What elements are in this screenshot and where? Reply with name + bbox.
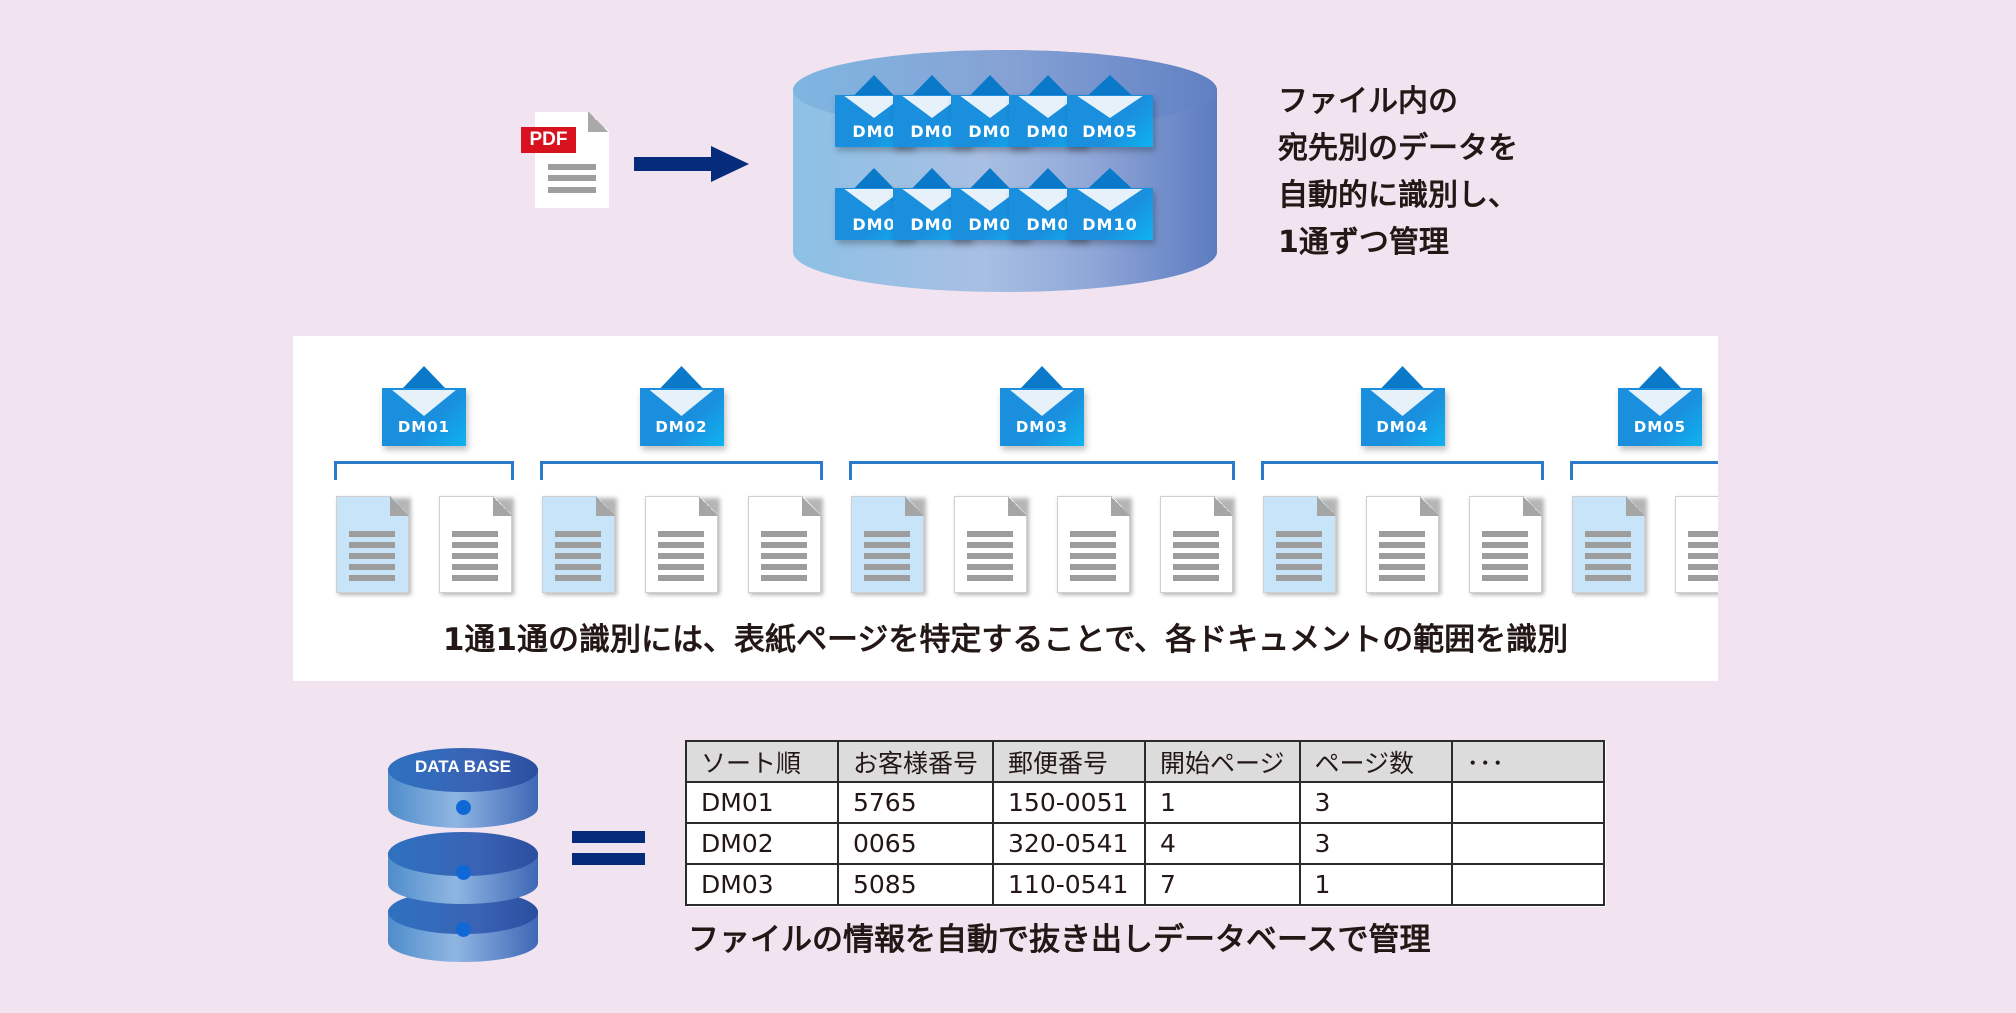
table-header-cell: ソート順 bbox=[685, 740, 839, 783]
database-indicator-dot bbox=[456, 865, 471, 880]
cover-page-icon bbox=[851, 496, 924, 593]
description-line: 宛先別のデータを bbox=[1278, 131, 1518, 166]
description-line: ファイル内の bbox=[1278, 84, 1458, 119]
envelope-label: DM0 bbox=[852, 122, 896, 141]
table-cell: 320-0541 bbox=[992, 822, 1147, 865]
envelope-label: DM03 bbox=[1015, 418, 1069, 436]
table-cell bbox=[1450, 822, 1605, 865]
envelope-icon: DM0 bbox=[835, 75, 913, 147]
table-cell: 0065 bbox=[836, 822, 995, 865]
table-header-row: ソート順 お客様番号 郵便番号 開始ページ ページ数 ･･･ bbox=[685, 740, 1605, 783]
group-bracket bbox=[1261, 461, 1544, 480]
table-cell: 4 bbox=[1144, 822, 1301, 865]
envelope-label: DM0 bbox=[910, 215, 954, 234]
group-bracket bbox=[540, 461, 823, 480]
envelope-icon: DM10 bbox=[1067, 168, 1153, 240]
table-cell: 1 bbox=[1144, 781, 1301, 824]
database-caption: ファイルの情報を自動で抜き出しデータベースで管理 bbox=[688, 922, 1431, 958]
pdf-text-line bbox=[548, 175, 596, 181]
table-row: DM01 5765 150-0051 1 3 bbox=[685, 781, 1605, 824]
envelope-label: DM02 bbox=[655, 418, 708, 436]
table-cell: 3 bbox=[1298, 781, 1453, 824]
page-icon bbox=[1366, 496, 1439, 593]
table-cell: 7 bbox=[1144, 863, 1301, 906]
arrow-right-icon bbox=[634, 157, 714, 171]
cover-page-icon bbox=[1572, 496, 1645, 593]
page-icon bbox=[1675, 496, 1718, 593]
envelope-label: DM0 bbox=[968, 215, 1012, 234]
page-icon bbox=[645, 496, 718, 593]
table-cell: 110-0541 bbox=[992, 863, 1147, 906]
table-cell: 5765 bbox=[836, 781, 995, 824]
envelope-label: DM0 bbox=[968, 122, 1012, 141]
envelope-label: DM0 bbox=[1026, 122, 1070, 141]
envelope-label: DM01 bbox=[397, 418, 451, 436]
group-bracket bbox=[1570, 461, 1718, 480]
page-icon bbox=[954, 496, 1027, 593]
table-cell bbox=[1450, 781, 1605, 824]
table-header-cell: お客様番号 bbox=[836, 740, 995, 783]
segmentation-panel: DM01 DM02 DM03 DM04 DM05 1通1通の識別には、表紙ページを特定す… bbox=[293, 336, 1718, 681]
database-indicator-dot bbox=[456, 800, 471, 815]
page-icon bbox=[748, 496, 821, 593]
pdf-text-line bbox=[548, 187, 596, 193]
table-cell: 150-0051 bbox=[992, 781, 1147, 824]
envelope-icon: DM05 bbox=[1067, 75, 1153, 147]
description-text: ファイル内の 宛先別のデータを 自動的に識別し、 1通ずつ管理 bbox=[1278, 78, 1518, 266]
database-label: DATA BASE bbox=[414, 757, 511, 776]
envelope-icon: DM02 bbox=[639, 366, 724, 446]
envelope-label: DM05 bbox=[1082, 122, 1138, 141]
table-header-cell: 開始ページ bbox=[1144, 740, 1301, 783]
cover-page-icon bbox=[1263, 496, 1336, 593]
description-line: 自動的に識別し、 bbox=[1278, 178, 1518, 213]
group-bracket bbox=[849, 461, 1235, 480]
database-table: ソート順 お客様番号 郵便番号 開始ページ ページ数 ･･･ DM01 5765… bbox=[685, 740, 1605, 906]
cover-page-icon bbox=[542, 496, 615, 593]
arrow-right-head bbox=[711, 146, 749, 182]
envelope-label: DM0 bbox=[852, 215, 896, 234]
table-header-cell: ･･･ bbox=[1450, 740, 1605, 783]
table-cell: 1 bbox=[1298, 863, 1453, 906]
page-icon bbox=[1469, 496, 1542, 593]
equals-icon bbox=[572, 831, 645, 843]
pdf-text-line bbox=[548, 164, 596, 170]
table-cell: DM01 bbox=[685, 781, 839, 824]
segmentation-caption: 1通1通の識別には、表紙ページを特定することで、各ドキュメントの範囲を識別 bbox=[442, 622, 1569, 658]
table-cell: 3 bbox=[1298, 822, 1453, 865]
table-cell: DM03 bbox=[685, 863, 839, 906]
envelope-icon: DM03 bbox=[1000, 366, 1084, 446]
cover-page-icon bbox=[336, 496, 409, 593]
envelope-label: DM05 bbox=[1633, 418, 1687, 436]
table-header-cell: 郵便番号 bbox=[992, 740, 1147, 783]
table-cell bbox=[1450, 863, 1605, 906]
envelope-icon: DM01 bbox=[382, 366, 466, 446]
database-indicator-dot bbox=[456, 922, 471, 937]
table-cell: DM02 bbox=[685, 822, 839, 865]
table-row: DM03 5085 110-0541 7 1 bbox=[685, 863, 1605, 906]
envelope-label: DM0 bbox=[910, 122, 954, 141]
pdf-badge: PDF bbox=[521, 127, 576, 153]
equals-icon-bar bbox=[572, 853, 645, 865]
envelope-label: DM10 bbox=[1082, 215, 1138, 234]
table-row: DM02 0065 320-0541 4 3 bbox=[685, 822, 1605, 865]
description-line: 1通ずつ管理 bbox=[1278, 225, 1449, 260]
envelope-icon: DM05 bbox=[1618, 366, 1702, 446]
page-icon bbox=[1057, 496, 1130, 593]
group-bracket bbox=[334, 461, 514, 480]
table-cell: 5085 bbox=[836, 863, 995, 906]
envelope-icon: DM04 bbox=[1360, 366, 1445, 446]
envelope-label: DM04 bbox=[1376, 418, 1429, 436]
table-header-cell: ページ数 bbox=[1298, 740, 1453, 783]
page-icon bbox=[439, 496, 512, 593]
page-icon bbox=[1160, 496, 1233, 593]
envelope-label: DM0 bbox=[1026, 215, 1070, 234]
pdf-file-fold bbox=[588, 112, 609, 132]
